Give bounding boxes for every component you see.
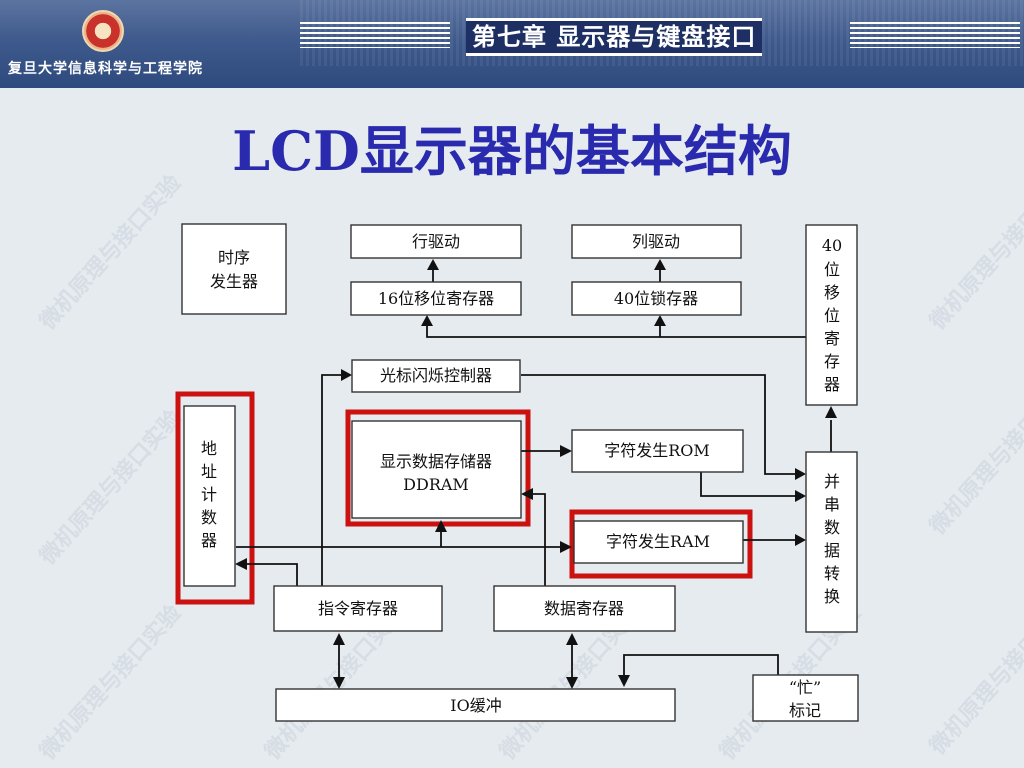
char-rom-label: 字符发生ROM	[604, 441, 710, 460]
cursor-blink-box	[351, 359, 521, 393]
shift-register-40-label: 位	[824, 260, 840, 279]
shift-register-40-label: 移	[824, 283, 840, 302]
cursor-blink-label: 光标闪烁控制器	[380, 366, 492, 385]
parallel-serial-label: 据	[824, 541, 840, 560]
signal-arrowheads	[235, 259, 837, 689]
data-register-box	[493, 585, 676, 632]
parallel-serial-label: 串	[824, 495, 840, 514]
latch-40-box	[571, 281, 742, 316]
io-buffer-box	[275, 688, 676, 722]
instruction-register-label: 指令寄存器	[318, 599, 398, 618]
chapter-title: 第七章 显示器与键盘接口	[466, 18, 763, 56]
header-stripes-left	[300, 22, 450, 48]
row-driver-box	[350, 224, 522, 259]
university-seal-icon	[82, 10, 124, 52]
parallel-serial-box	[805, 451, 858, 633]
parallel-serial-label: 转	[824, 564, 840, 583]
header-bar: 复旦大学信息科学与工程学院 第七章 显示器与键盘接口	[0, 0, 1024, 88]
shift-register-40-label: 器	[824, 375, 840, 394]
timing-generator-label: 时序	[218, 248, 250, 267]
display-ram-box	[351, 420, 522, 519]
shift-register-40-label: 40	[822, 236, 842, 255]
shift-register-16-box	[350, 281, 522, 316]
char-ram-label: 字符发生RAM	[606, 532, 710, 551]
slide-title: LCD显示器的基本结构	[232, 119, 792, 183]
busy-flag-box	[752, 674, 859, 722]
data-register-label: 数据寄存器	[544, 599, 624, 618]
address-counter-box	[183, 405, 236, 587]
parallel-serial-label: 并	[824, 472, 840, 491]
shift-register-40-label: 存	[824, 352, 840, 371]
address-counter-label: 器	[201, 531, 217, 550]
address-counter-highlight	[175, 391, 255, 605]
timing-generator-box	[181, 223, 287, 315]
row-driver-label: 行驱动	[412, 232, 460, 251]
signal-lines	[236, 270, 832, 680]
display-ram-highlight	[345, 409, 531, 527]
char-ram-box	[573, 520, 744, 564]
busy-flag-label: “忙”	[789, 678, 821, 697]
school-name: 复旦大学信息科学与工程学院	[8, 61, 203, 77]
display-ram-label: 显示数据存储器	[380, 452, 492, 471]
busy-flag-label: 标记	[789, 701, 821, 720]
parallel-serial-label: 换	[824, 587, 840, 606]
shift-register-40-box	[805, 224, 858, 406]
display-ram-label: DDRAM	[403, 475, 469, 494]
latch-40-label: 40位锁存器	[614, 289, 698, 308]
parallel-serial-label: 数	[824, 518, 840, 537]
col-driver-label: 列驱动	[632, 232, 680, 251]
shift-register-40-label: 寄	[824, 329, 840, 348]
header-stripes-right	[850, 22, 1020, 48]
col-driver-box	[571, 224, 742, 259]
shift-register-16-label: 16位移位寄存器	[378, 289, 494, 308]
address-counter-label: 址	[201, 462, 217, 481]
address-counter-label: 计	[201, 485, 217, 504]
address-counter-label: 数	[201, 508, 217, 527]
char-rom-box	[571, 429, 744, 473]
shift-register-40-label: 位	[824, 306, 840, 325]
instruction-register-box	[273, 585, 443, 632]
io-buffer-label: IO缓冲	[450, 696, 501, 715]
address-counter-label: 地	[201, 439, 217, 458]
timing-generator-label: 发生器	[210, 272, 258, 291]
char-ram-highlight	[569, 509, 753, 579]
